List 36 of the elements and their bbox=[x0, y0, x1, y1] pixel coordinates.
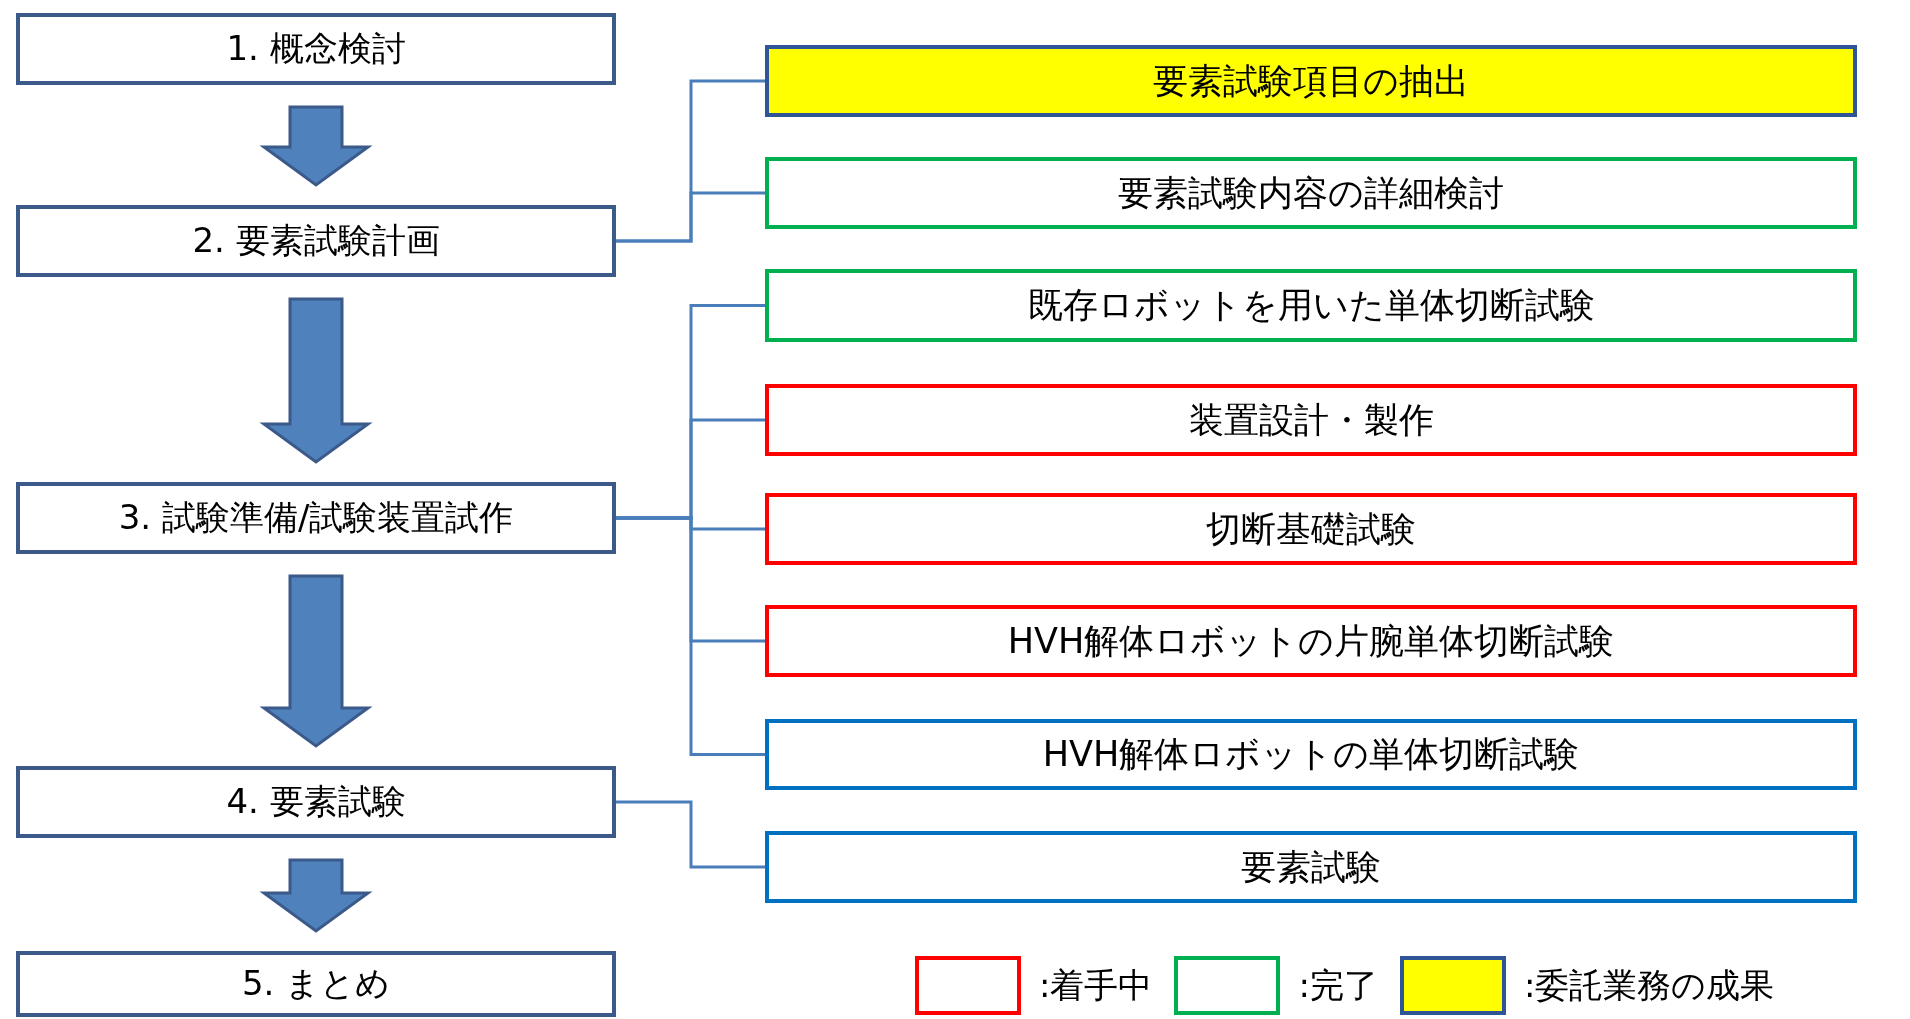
task-box bbox=[765, 157, 1857, 229]
box-text: 5. まとめ bbox=[241, 962, 391, 1005]
step-box bbox=[16, 766, 616, 838]
connector-line bbox=[616, 800, 765, 869]
box-text: 切断基礎試験 bbox=[1206, 507, 1416, 551]
step-box bbox=[16, 205, 616, 277]
block-arrow bbox=[259, 105, 373, 187]
task-box bbox=[765, 831, 1857, 903]
box-text: 要素試験内容の詳細検討 bbox=[1118, 171, 1504, 215]
box-text: 2. 要素試験計画 bbox=[192, 219, 440, 262]
task-box bbox=[765, 493, 1857, 565]
box-text: 3. 試験準備/試験装置試作 bbox=[118, 496, 514, 539]
legend-text: :委託業務の成果 bbox=[1523, 963, 1775, 1007]
block-arrow bbox=[259, 858, 373, 933]
box-text: 要素試験項目の抽出 bbox=[1153, 59, 1469, 103]
connector-line bbox=[616, 191, 765, 243]
box-text: 装置設計・製作 bbox=[1188, 398, 1434, 442]
box-text: HVH解体ロボットの片腕単体切断試験 bbox=[1007, 619, 1615, 663]
legend-text: :着手中 bbox=[1039, 963, 1153, 1007]
box-text: 要素試験 bbox=[1241, 845, 1381, 889]
step-box bbox=[16, 13, 616, 85]
step-box bbox=[16, 951, 616, 1017]
block-arrow bbox=[259, 297, 373, 464]
task-box bbox=[765, 269, 1857, 342]
task-box bbox=[765, 719, 1857, 790]
task-box bbox=[765, 605, 1857, 677]
box-text: 4. 要素試験 bbox=[226, 780, 406, 823]
box-text: 1. 概念検討 bbox=[226, 27, 406, 70]
box-text: 既存ロボットを用いた単体切断試験 bbox=[1027, 284, 1595, 327]
block-arrow bbox=[259, 574, 373, 748]
connector-line bbox=[616, 516, 765, 756]
step-box bbox=[16, 482, 616, 554]
task-box bbox=[765, 384, 1857, 456]
task-box bbox=[765, 45, 1857, 117]
box-text: HVH解体ロボットの単体切断試験 bbox=[1042, 733, 1580, 776]
legend-text: :完了 bbox=[1298, 963, 1378, 1007]
